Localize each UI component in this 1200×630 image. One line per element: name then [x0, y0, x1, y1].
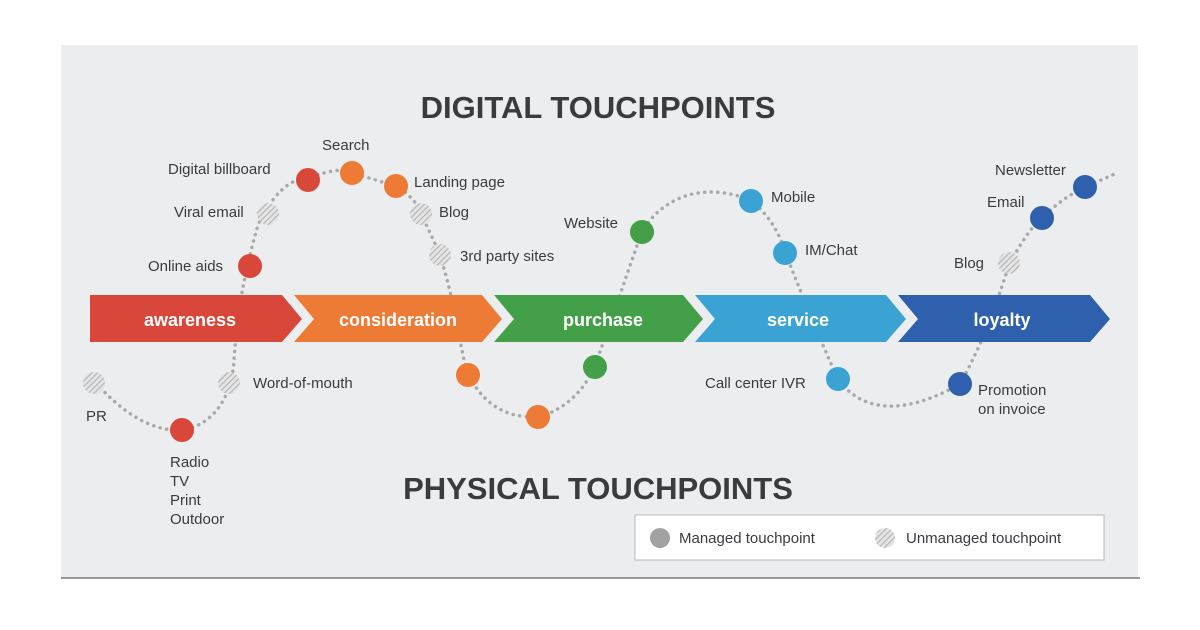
- stage-service-label: service: [767, 310, 829, 330]
- touchpoint-consideration-physical-dot: [456, 363, 480, 387]
- touchpoint-website-dot: [630, 220, 654, 244]
- touchpoint-promotion-label-line2: on invoice: [978, 401, 1046, 418]
- touchpoint-pr-dot: [83, 372, 105, 394]
- touchpoint-online-aids-label: Online aids: [148, 258, 223, 275]
- touchpoint-call-center-ivr-dot: [826, 367, 850, 391]
- touchpoint-viral-email-label: Viral email: [174, 204, 244, 221]
- touchpoint-purchase-low-dot: [526, 405, 550, 429]
- touchpoint-blog-loyalty-label: Blog: [954, 255, 984, 272]
- stage-service-arrow: [695, 295, 906, 342]
- legend: Managed touchpoint Unmanaged touchpoint: [634, 514, 1105, 561]
- touchpoint-mobile-label: Mobile: [771, 189, 815, 206]
- stage-purchase-arrow: [494, 295, 703, 342]
- touchpoint-blog-consideration-dot: [410, 203, 432, 225]
- stage-awareness-label: awareness: [144, 310, 236, 330]
- touchpoint-website-label: Website: [564, 215, 618, 232]
- stage-purchase-label: purchase: [563, 310, 643, 330]
- touchpoint-pr-label: PR: [86, 408, 107, 425]
- touchpoint-dots: [83, 161, 1097, 442]
- touchpoint-email-dot: [1030, 206, 1054, 230]
- stage-consideration-arrow: [294, 295, 502, 342]
- stage-consideration-label: consideration: [339, 310, 457, 330]
- touchpoint-promotion-dot: [948, 372, 972, 396]
- touchpoint-print-label: Print: [170, 492, 202, 509]
- touchpoint-landing-page-label: Landing page: [414, 174, 505, 191]
- touchpoint-promotion-label: Promotion: [978, 382, 1046, 399]
- stage-loyalty-arrow: [898, 295, 1110, 342]
- digital-touchpoints-title: DIGITAL TOUCHPOINTS: [421, 90, 776, 125]
- touchpoint-radio-dot: [170, 418, 194, 442]
- touchpoint-word-of-mouth-dot: [218, 372, 240, 394]
- legend-managed-label: Managed touchpoint: [679, 530, 816, 547]
- legend-unmanaged-icon: [875, 528, 895, 548]
- legend-box: [634, 514, 1105, 561]
- touchpoint-mobile-dot: [739, 189, 763, 213]
- touchpoint-landing-page-dot: [384, 174, 408, 198]
- touchpoint-digital-billboard-label: Digital billboard: [168, 161, 271, 178]
- touchpoint-third-party-sites-label: 3rd party sites: [460, 248, 554, 265]
- touchpoint-viral-email-dot: [257, 203, 279, 225]
- touchpoint-word-of-mouth-label: Word-of-mouth: [253, 375, 353, 392]
- touchpoint-online-aids-dot: [238, 254, 262, 278]
- touchpoint-im-chat-label: IM/Chat: [805, 242, 858, 259]
- touchpoint-call-center-ivr-label: Call center IVR: [705, 375, 806, 392]
- legend-managed-icon: [650, 528, 670, 548]
- stage-loyalty-label: loyalty: [973, 310, 1030, 330]
- touchpoint-blog-loyalty-dot: [998, 252, 1020, 274]
- touchpoint-email-label: Email: [987, 194, 1025, 211]
- touchpoint-tv-label: TV: [170, 473, 189, 490]
- touchpoint-outdoor-label: Outdoor: [170, 511, 224, 528]
- touchpoint-newsletter-label: Newsletter: [995, 162, 1066, 179]
- touchpoint-blog-consideration-label: Blog: [439, 204, 469, 221]
- touchpoint-newsletter-dot: [1073, 175, 1097, 199]
- touchpoint-purchase-physical-dot: [583, 355, 607, 379]
- stage-awareness-arrow: [90, 295, 302, 342]
- touchpoint-im-chat-dot: [773, 241, 797, 265]
- legend-unmanaged-label: Unmanaged touchpoint: [906, 530, 1062, 547]
- touchpoint-search-dot: [340, 161, 364, 185]
- physical-touchpoints-title: PHYSICAL TOUCHPOINTS: [403, 471, 793, 506]
- touchpoint-third-party-sites-dot: [429, 244, 451, 266]
- touchpoint-labels: PR Radio TV Print Outdoor Word-of-mouth …: [86, 137, 1066, 528]
- stage-arrows: awareness consideration purchase service…: [90, 295, 1110, 342]
- touchpoint-search-label: Search: [322, 137, 370, 154]
- touchpoint-radio-label: Radio: [170, 454, 209, 471]
- touchpoint-digital-billboard-dot: [296, 168, 320, 192]
- journey-dotted-path: [94, 168, 1117, 432]
